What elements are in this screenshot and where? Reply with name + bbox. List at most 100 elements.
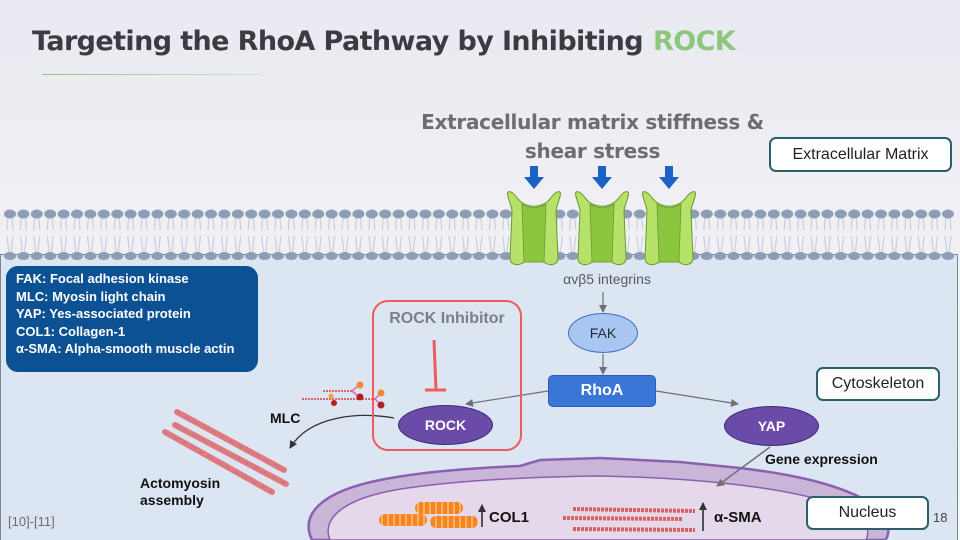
lipid-molecule [57,209,70,260]
mlc-molecule-icon [302,381,385,409]
lipid-molecule [848,209,861,260]
lipid-molecule [191,209,204,260]
lipid-molecule [821,209,834,260]
lipid-molecule [486,209,499,260]
yap-label: YAP [757,418,786,434]
lipid-molecule [151,209,164,260]
legend-item: YAP: Yes-associated protein [16,306,191,321]
fak-label: FAK [589,325,617,341]
lipid-molecule [499,209,512,260]
lipid-molecule [834,209,847,260]
cytoskeleton-tag: Cytoskeleton [816,367,940,401]
actomyosin-label: Actomyosin assembly [140,475,220,509]
lipid-molecule [97,209,110,260]
lipid-molecule [4,209,16,260]
lipid-molecule [714,209,727,260]
col1-label: COL1 [489,509,530,526]
stimulus-heading: Extracellular matrix stiffness & shear s… [410,108,775,166]
actomyosin-filament-icon [162,409,289,495]
lipid-molecule [285,209,298,260]
lipid-molecule [245,209,258,260]
arrow-yap-to-nucleus [716,446,771,487]
arrow-rhoa-to-rock [465,390,549,407]
lipid-molecule [727,209,740,260]
lipid-molecule [875,209,887,260]
lipid-molecule [942,209,954,260]
stimulus-line-1: Extracellular matrix stiffness & [421,110,764,134]
force-arrow-icon [659,166,679,189]
integrin-receptor-icon [642,166,696,266]
actomyosin-line-2: assembly [140,492,204,508]
legend-item: α-SMA: Alpha-smooth muscle actin [16,341,235,356]
references-citation: [10]-[11] [8,514,55,529]
lipid-molecule [218,209,231,260]
lipid-molecule [231,209,244,260]
lipid-molecule [808,209,820,260]
legend-item: FAK: Focal adhesion kinase [16,271,189,286]
title-accent: ROCK [653,26,736,57]
rock-inhibitor-label: ROCK Inhibitor [389,310,505,327]
lipid-molecule [164,209,177,260]
lipid-molecule [272,209,284,260]
integrin-group [507,166,696,266]
lipid-molecule [71,209,83,260]
slide-title: Targeting the RhoA Pathway by Inhibiting… [32,26,736,57]
rock-inhibitor-box [372,300,522,451]
lipid-molecule [794,209,807,260]
page-number: 18 [933,510,948,525]
lipid-molecule [138,209,150,260]
lipid-molecule [325,209,338,260]
lipid-molecule [767,209,780,260]
lipid-molecule [928,209,941,260]
title-underline [42,74,262,75]
lipid-molecule [781,209,794,260]
lipid-molecule [84,209,97,260]
lipid-molecule [365,209,378,260]
lipid-molecule [17,209,30,260]
legend-item: COL1: Collagen-1 [16,323,126,339]
rhoa-node: RhoA [548,375,656,407]
lipid-molecule [861,209,874,260]
inhibition-symbol [425,339,446,392]
integrin-receptor-icon [575,166,629,266]
lipid-molecule [30,209,43,260]
lipid-molecule [392,209,405,260]
lipid-molecule [888,209,901,260]
force-arrow-icon [592,166,612,189]
lipid-molecule [124,209,137,260]
lipid-molecule [178,209,191,260]
lipid-molecule [111,209,124,260]
lipid-molecule [700,209,713,260]
fak-node: FAK [568,313,638,353]
gene-expression-label: Gene expression [765,451,878,467]
rock-label: ROCK [424,417,467,433]
lipid-molecule [432,209,445,260]
lipid-molecule [901,209,914,260]
lipid-molecule [446,209,459,260]
alpha-sma-label: α-SMA [714,509,762,526]
yap-node: YAP [724,406,819,446]
lipid-molecule [754,209,767,260]
lipid-molecule [459,209,472,260]
lipid-molecule [298,209,311,260]
lipid-molecule [915,209,928,260]
collagen-fiber-icon [379,502,486,528]
lipid-molecule [741,209,753,260]
rock-node: ROCK [398,405,493,445]
force-arrow-icon [524,166,544,189]
lipid-molecule [566,209,579,260]
lipid-molecule [633,209,646,260]
lipid-molecule [352,209,365,260]
title-main: Targeting the RhoA Pathway by Inhibiting [32,26,644,57]
actomyosin-line-1: Actomyosin [140,475,221,491]
alpha-sma-fiber-icon [562,502,707,532]
lipid-molecule [379,209,392,260]
arrow-rhoa-to-yap [655,390,739,407]
stimulus-line-2: shear stress [524,139,661,163]
lipid-molecule [44,209,57,260]
integrin-receptor-icon [507,166,561,266]
lipid-molecule [473,209,485,260]
integrin-label: αvβ5 integrins [563,271,651,287]
arrow-rock-to-actomyosin [289,414,395,449]
